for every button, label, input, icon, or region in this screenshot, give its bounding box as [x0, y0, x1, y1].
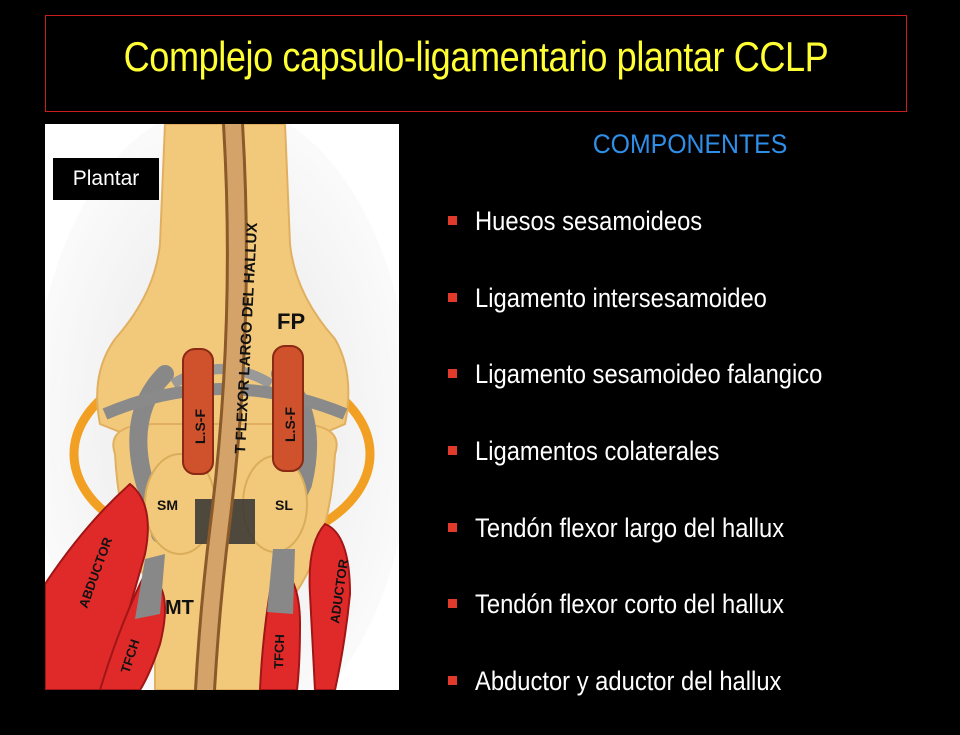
sm-label: SM [157, 497, 178, 513]
lsf-right-label: L.S-F [282, 407, 298, 442]
mt-label: MT [165, 597, 194, 619]
ls-f-ligament-left [182, 348, 214, 475]
title-box: Complejo capsulo-ligamentario plantar CC… [45, 15, 907, 112]
bullet-square-icon [448, 369, 457, 379]
anatomy-illustration: T FLEXOR LARGO DEL HALLUX FP L.S-F L.S-F… [45, 124, 399, 690]
bullet-square-icon [448, 522, 457, 532]
aductor-muscle [308, 522, 352, 690]
tfch-origin-right [267, 549, 295, 614]
slide-title: Complejo capsulo-ligamentario plantar CC… [123, 33, 829, 80]
bullet-square-icon [448, 292, 457, 302]
tfch-right-label: TFCH [271, 634, 287, 669]
bullet-square-icon [448, 599, 457, 609]
tfch-origin-left [135, 554, 165, 619]
sl-label: SL [275, 497, 293, 513]
anatomy-figure: T FLEXOR LARGO DEL HALLUX FP L.S-F L.S-F… [45, 124, 399, 690]
bullet-square-icon [448, 216, 457, 225]
lsf-left-label: L.S-F [192, 409, 208, 444]
plantar-badge: Plantar [53, 158, 159, 200]
fp-label: FP [277, 309, 305, 334]
bullet-square-icon [448, 676, 457, 686]
ls-f-ligament-right [272, 345, 304, 472]
components-heading: COMPONENTES [592, 129, 788, 159]
bullet-square-icon [448, 446, 457, 456]
